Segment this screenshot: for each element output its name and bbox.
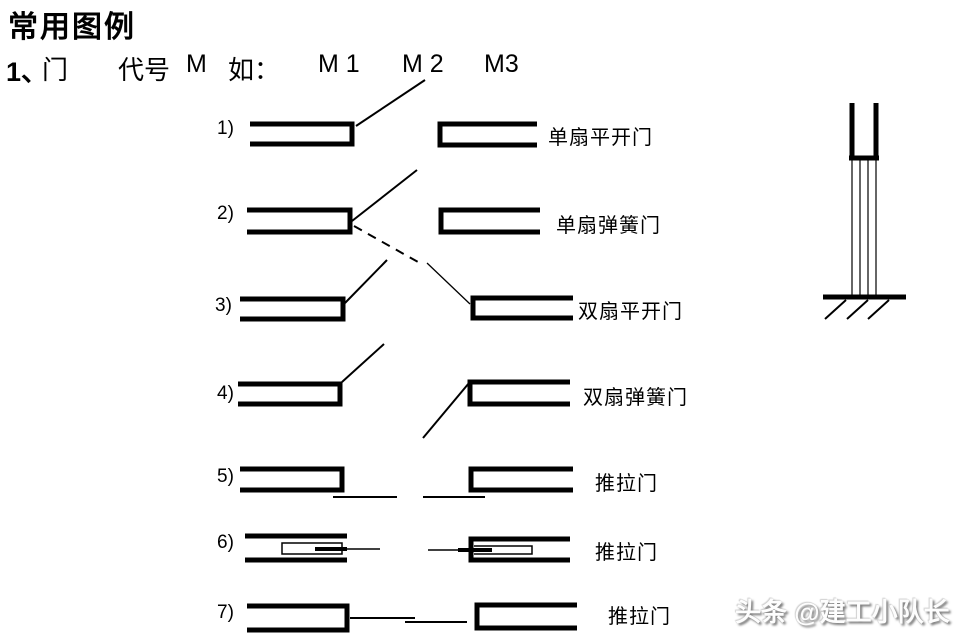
row-label-5: 推拉门 [595,473,658,495]
row-label-6: 推拉门 [595,542,658,564]
door-frame [247,603,350,633]
door-frame [438,207,540,235]
door-frame [247,207,353,235]
door-leaf-dashed-line [353,225,419,263]
door-frame [437,121,537,148]
door-frame [474,602,577,631]
row-label-4: 双扇弹簧门 [583,387,688,409]
row5-sliding-door-symbol [240,466,573,498]
subtitle-example-m1: M 1 [318,50,360,78]
row-number-7: 7) [217,602,234,623]
row-label-1: 单扇平开门 [548,127,653,149]
row-label-7: 推拉门 [608,606,671,628]
row-label-3: 双扇平开门 [578,301,683,323]
ground-hatch-line [824,299,847,320]
row-number-1: 1) [217,118,234,139]
row-number-6: 6) [217,532,234,553]
door-leaf-line [422,382,470,439]
ground-hatch-line [867,299,890,320]
pocket-outline [474,545,533,555]
row4-double-spring-door-symbol [238,343,570,439]
subtitle-item-name: 门 [42,56,69,85]
row2-single-spring-door-symbol [247,169,540,263]
row-number-4: 4) [217,383,234,404]
subtitle-example-m2: M 2 [402,50,444,78]
door-leaf-line [355,79,426,127]
watermark: 头条 @建工小队长 [735,597,950,627]
door-leaf-line [344,259,388,304]
subtitle-example-m3: M3 [484,50,519,78]
row-number-2: 2) [217,203,234,224]
door-frame [470,295,573,321]
door-frame [238,381,343,407]
row-label-2: 单扇弹簧门 [556,215,661,237]
row7-sliding-door-symbol [247,602,577,633]
door-frame [250,121,355,147]
row3-double-swing-door-symbol [240,259,573,322]
subtitle-code: M [186,50,207,78]
row6-pocket-sliding-door-symbol [245,533,570,563]
page-title: 常用图例 [8,11,136,44]
door-leaf-line [351,169,418,222]
door-frame [468,466,573,493]
door-leaf-line [341,343,385,383]
door-elevation-symbol [823,103,906,320]
subtitle-such-as: 如： [228,56,281,85]
subtitle-code-label: 代号 [118,56,171,85]
door-frame [240,296,346,322]
row-number-3: 3) [215,295,232,316]
door-frame [240,466,345,493]
door-frame [467,379,570,407]
row1-single-swing-door-symbol [250,79,537,148]
ground-hatch-line [846,299,869,320]
subtitle-item-number: 1、 [6,57,49,87]
row-number-5: 5) [217,466,234,487]
pocket-outline [281,542,343,555]
door-leaf-thin-line [426,262,471,305]
